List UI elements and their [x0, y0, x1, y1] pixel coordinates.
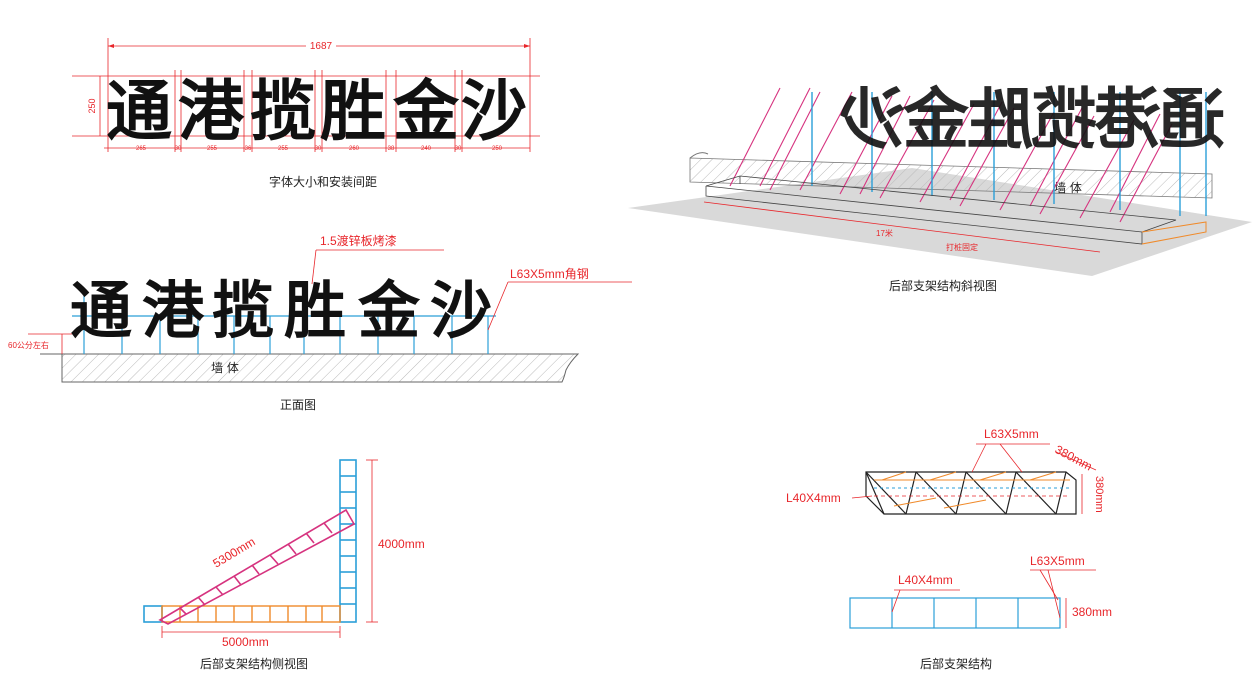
length-label: 17米	[876, 228, 893, 238]
panel-perspective: 墙 体	[628, 81, 1252, 293]
seg-label-1: 265	[136, 146, 147, 152]
panel-side-view: 5300mm 5000mm 4000mm 后部支架结构侧视图	[143, 459, 425, 671]
front-char-3: 揽	[212, 274, 274, 347]
caption-letter-sizes: 字体大小和安装间距	[269, 174, 377, 189]
front-char-6: 沙	[430, 274, 492, 347]
caption-perspective: 后部支架结构斜视图	[889, 278, 997, 293]
top-member-label: L63X5mm	[984, 427, 1039, 441]
sign-char-2: 港	[178, 73, 245, 150]
letter-height-label: 250	[87, 98, 97, 113]
wall-label: 墙 体	[211, 361, 239, 375]
caption-front-view: 正面图	[280, 398, 316, 412]
seg-label-10: 30	[455, 146, 462, 152]
seg-label-11: 250	[492, 146, 503, 152]
top-width-label: 380mm	[1053, 442, 1095, 473]
bottom-outer-label: L63X5mm	[1030, 554, 1085, 568]
front-char-4: 胜	[284, 274, 346, 347]
seg-label-5: 255	[278, 146, 289, 152]
seg-label-3: 255	[207, 146, 218, 152]
side-height-label: 380mm	[1093, 476, 1105, 513]
seg-label-9: 240	[421, 146, 432, 152]
material-label: 1.5渡锌板烤漆	[320, 233, 397, 248]
height-label: 60公分左右	[8, 340, 49, 350]
bottom-inner-label: L40X4mm	[898, 573, 953, 587]
panel-truss: L63X5mm L40X4mm 380mm 380mm L40X4mm L63X…	[786, 427, 1112, 671]
front-char-2: 港	[142, 274, 205, 347]
wall-body	[61, 353, 580, 383]
front-char-1: 通	[70, 274, 132, 347]
anchor-label: 打桩固定	[946, 242, 978, 252]
caption-truss: 后部支架结构	[920, 656, 992, 671]
seg-label-4: 36	[245, 146, 252, 152]
panel-front-view: 墙 体 通 港 揽 胜 金 沙	[8, 233, 632, 412]
caption-side-view: 后部支架结构侧视图	[200, 656, 308, 671]
base-length-label: 5000mm	[222, 635, 269, 649]
angle-steel-label: L63X5mm角钢	[510, 267, 589, 281]
total-width-label: 1687	[310, 41, 333, 52]
bottom-height-label: 380mm	[1072, 605, 1112, 619]
diag-member-label: L40X4mm	[786, 491, 841, 505]
sign-char-4: 胜	[320, 73, 386, 150]
seg-label-2: 30	[175, 146, 182, 152]
seg-label-8: 38	[388, 146, 395, 152]
seg-label-7: 260	[349, 146, 360, 152]
sign-char-6: 沙	[461, 73, 527, 150]
vertical-height-label: 4000mm	[378, 537, 425, 551]
diagonal-length-label: 5300mm	[210, 535, 257, 571]
sign-char-1: 通	[106, 73, 172, 150]
perspective-wall-label: 墙 体	[1054, 181, 1082, 195]
mirrored-sign-text: 通港揽胜金沙	[840, 81, 1225, 158]
panel-letter-sizes: 1687 250 265 30 255 36 255 30 260 38 240…	[72, 38, 540, 189]
sign-char-3: 揽	[250, 73, 316, 150]
seg-label-6: 30	[315, 146, 322, 152]
front-char-5: 金	[357, 274, 421, 347]
sign-char-5: 金	[392, 73, 460, 150]
